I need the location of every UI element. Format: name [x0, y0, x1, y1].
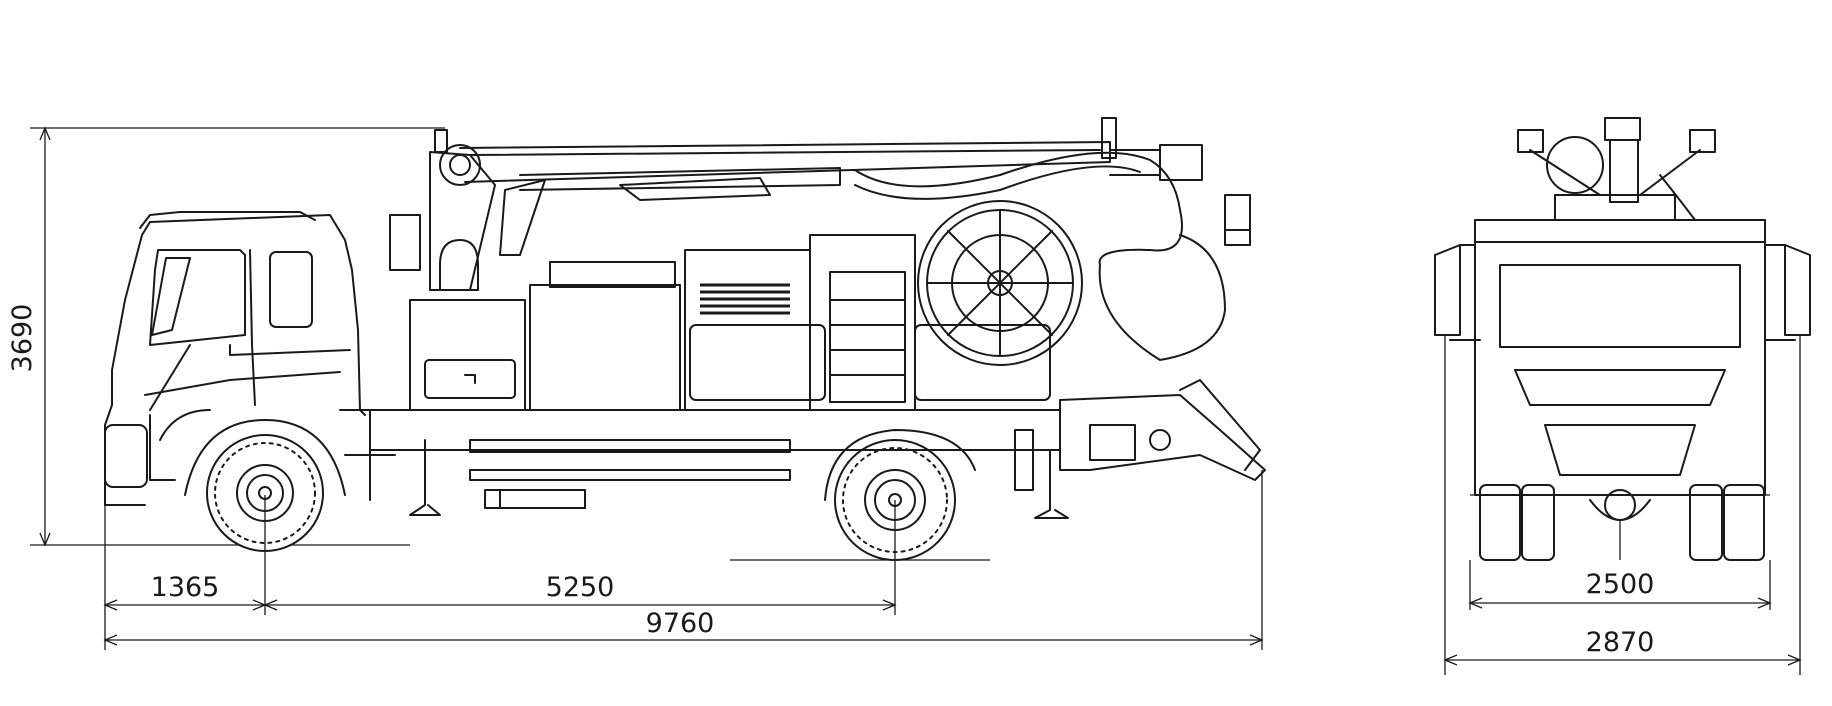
- rear-view-wheels: [1470, 484, 1770, 561]
- side-view-dimensions: 3690 1365 5250 9760: [7, 126, 1264, 650]
- truck-side-view: [30, 117, 1266, 561]
- dimension-overall-height: 3690: [7, 304, 38, 373]
- rear-nozzle-unit: [1059, 379, 1266, 481]
- dimension-overall-length: 9760: [646, 608, 715, 639]
- truck-rear-view: [1434, 117, 1811, 561]
- dimension-front-overhang: 1365: [151, 572, 220, 603]
- dimension-wheelbase: 5250: [546, 572, 615, 603]
- rear-view-dimensions: 2500 2870: [1443, 335, 1802, 675]
- generator-grille: [700, 283, 790, 315]
- equipment-modules: [409, 234, 1051, 411]
- rear-view-top-equipment: [1517, 117, 1716, 221]
- dimension-track-width: 2500: [1586, 569, 1655, 600]
- chassis-frame: [339, 409, 1069, 519]
- truck-cab: [104, 211, 366, 506]
- hose-reel: [917, 200, 1083, 366]
- dimension-overall-width: 2870: [1586, 627, 1655, 658]
- delivery-hose: [854, 151, 1251, 361]
